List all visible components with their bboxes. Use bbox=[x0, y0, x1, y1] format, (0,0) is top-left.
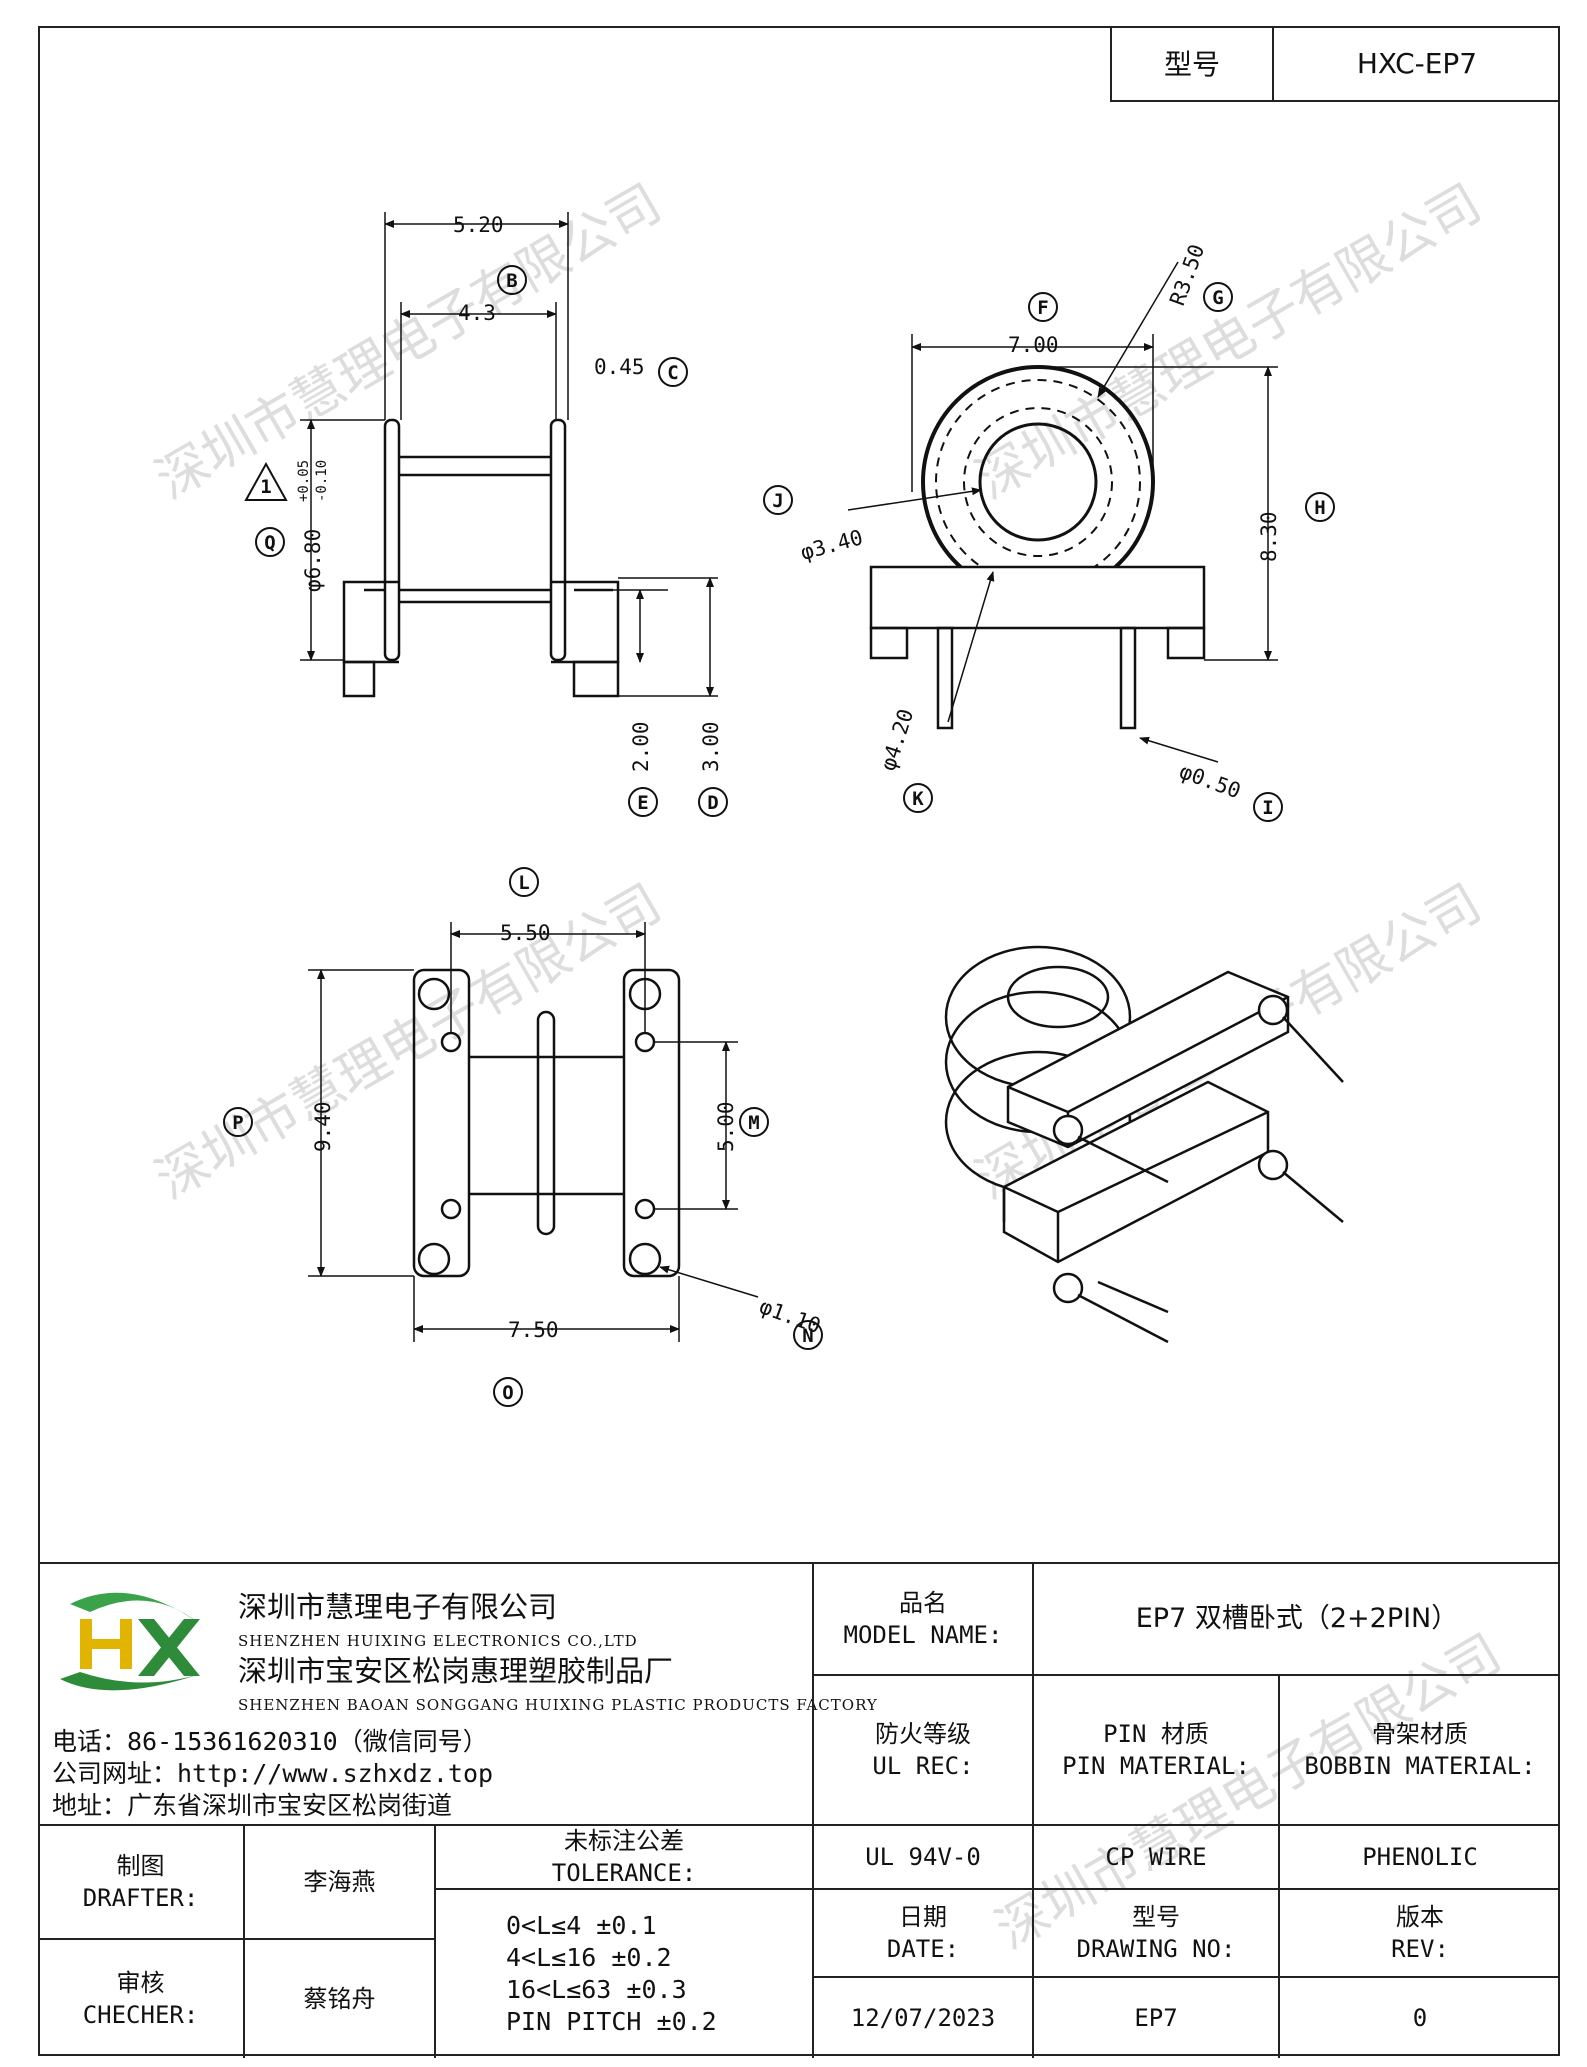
balloon-1: 1 bbox=[260, 476, 271, 498]
date-label-en: DATE: bbox=[886, 1935, 960, 1963]
pin-material-value: CP WIRE bbox=[1105, 1843, 1207, 1871]
balloon-j: J bbox=[772, 490, 783, 512]
dim-43: 4.3 bbox=[458, 301, 496, 325]
technical-drawing: 5.20 4.3 0.45 φ6.80 +0.05 -0.10 2.00 3.0… bbox=[223, 212, 1344, 1407]
date-value: 12/07/2023 bbox=[850, 2004, 996, 2032]
checker-label: 审核 CHECHER: bbox=[38, 1940, 243, 2058]
balloon-h: H bbox=[1314, 497, 1325, 519]
bobbin-material-label: 骨架材质 BOBBIN MATERIAL: bbox=[1280, 1676, 1560, 1824]
company-name-1-cn: 深圳市慧理电子有限公司 bbox=[238, 1590, 558, 1624]
dim-520: 5.20 bbox=[453, 213, 504, 237]
ul-label-cn: 防火等级 bbox=[875, 1720, 971, 1748]
front-view bbox=[847, 261, 1278, 763]
balloon-f: F bbox=[1037, 297, 1048, 319]
company-name-2-cn: 深圳市宝安区松岗惠理塑胶制品厂 bbox=[238, 1654, 674, 1688]
balloon-o: O bbox=[502, 1382, 513, 1404]
company-name-2-en: SHENZHEN BAOAN SONGGANG HUIXING PLASTIC … bbox=[238, 1696, 878, 1714]
ul-rec-label: 防火等级 UL REC: bbox=[814, 1676, 1032, 1824]
model-name-label: 品名 MODEL NAME: bbox=[814, 1564, 1032, 1674]
date-label-cn: 日期 bbox=[899, 1903, 947, 1931]
isometric-view bbox=[944, 945, 1344, 1344]
company-website: 公司网址：http://www.szhxdz.top bbox=[52, 1759, 494, 1788]
balloon-l: L bbox=[518, 872, 529, 894]
tolerance-line: 16<L≤63 ±0.3 bbox=[506, 1975, 687, 2004]
dim-110: φ1.10 bbox=[756, 1294, 824, 1338]
model-number-box: 型号 HXC-EP7 bbox=[1110, 26, 1560, 102]
balloon-c: C bbox=[667, 362, 678, 384]
side-view bbox=[244, 212, 718, 698]
checker-label-en: CHECHER: bbox=[82, 2001, 199, 2029]
rev-label-en: REV: bbox=[1391, 1935, 1449, 1963]
drawing-no-label-cn: 型号 bbox=[1132, 1903, 1180, 1931]
drawing-no-label: 型号 DRAWING NO: bbox=[1034, 1890, 1278, 1976]
balloon-g: G bbox=[1212, 287, 1223, 309]
dim-680: φ6.80 bbox=[301, 529, 325, 592]
drafter-label-cn: 制图 bbox=[116, 1852, 165, 1880]
drafter-label: 制图 DRAFTER: bbox=[38, 1826, 243, 1938]
company-address: 地址：广东省深圳市宝安区松岗街道 bbox=[52, 1791, 453, 1820]
balloon-b: B bbox=[506, 270, 517, 292]
dim-050: φ0.50 bbox=[1176, 759, 1244, 803]
dim-680-tol-up: +0.05 bbox=[296, 460, 312, 502]
company-name-1-en: SHENZHEN HUIXING ELECTRONICS CO.,LTD bbox=[238, 1632, 638, 1650]
dim-830: 8.30 bbox=[1257, 511, 1281, 562]
dim-940: 9.40 bbox=[311, 1101, 335, 1152]
balloon-k: K bbox=[912, 788, 924, 810]
rev-label-cn: 版本 bbox=[1396, 1903, 1444, 1931]
bobbin-mat-label-en: BOBBIN MATERIAL: bbox=[1304, 1752, 1536, 1780]
dim-200: 2.00 bbox=[629, 721, 653, 772]
dim-750: 7.50 bbox=[508, 1318, 559, 1342]
pin-material-label: PIN 材质 PIN MATERIAL: bbox=[1034, 1676, 1278, 1824]
dim-500: 5.00 bbox=[714, 1101, 738, 1152]
balloon-p: P bbox=[232, 1112, 243, 1134]
date-label: 日期 DATE: bbox=[814, 1890, 1032, 1976]
drawing-no-label-en: DRAWING NO: bbox=[1076, 1935, 1236, 1963]
balloon-i: I bbox=[1262, 797, 1273, 819]
tolerance-line: PIN PITCH ±0.2 bbox=[506, 2007, 717, 2036]
tolerance-line: 4<L≤16 ±0.2 bbox=[506, 1943, 672, 1972]
drawing-no-value: EP7 bbox=[1134, 2004, 1178, 2032]
model-name-label-cn: 品名 bbox=[899, 1589, 947, 1617]
tolerance-label-cn: 未标注公差 bbox=[564, 1827, 684, 1855]
model-name-label-en: MODEL NAME: bbox=[843, 1621, 1003, 1649]
rev-label: 版本 REV: bbox=[1280, 1890, 1560, 1976]
bobbin-mat-label-cn: 骨架材质 bbox=[1372, 1720, 1468, 1748]
dim-045: 0.45 bbox=[594, 355, 645, 379]
dim-550: 5.50 bbox=[500, 921, 551, 945]
ul-value: UL 94V-0 bbox=[865, 1843, 981, 1871]
drafter-value: 李海燕 bbox=[303, 1868, 376, 1896]
dim-700: 7.00 bbox=[1008, 333, 1059, 357]
checker-label-cn: 审核 bbox=[116, 1969, 165, 1997]
checker-value: 蔡铭舟 bbox=[303, 1985, 376, 2013]
company-logo bbox=[60, 1592, 200, 1691]
pin-mat-label-cn: PIN 材质 bbox=[1103, 1720, 1209, 1748]
tolerance-line: 0<L≤4 ±0.1 bbox=[506, 1911, 657, 1940]
dim-r350: R3.50 bbox=[1165, 241, 1209, 309]
pin-mat-label-en: PIN MATERIAL: bbox=[1062, 1752, 1250, 1780]
dim-680-tol-dn: -0.10 bbox=[314, 460, 330, 502]
balloon-n: N bbox=[802, 1325, 813, 1347]
dim-300: 3.00 bbox=[699, 721, 723, 772]
balloon-q: Q bbox=[264, 532, 275, 554]
title-block: 深圳市慧理电子有限公司 SHENZHEN HUIXING ELECTRONICS… bbox=[38, 1562, 1560, 2058]
balloon-e: E bbox=[637, 792, 648, 814]
tolerance-table: 0<L≤4 ±0.1 4<L≤16 ±0.2 16<L≤63 ±0.3 PIN … bbox=[436, 1890, 812, 2058]
dim-420: φ4.20 bbox=[876, 706, 918, 774]
tolerance-label-en: TOLERANCE: bbox=[551, 1859, 697, 1887]
drafter-label-en: DRAFTER: bbox=[82, 1884, 199, 1912]
bobbin-material-value: PHENOLIC bbox=[1362, 1843, 1478, 1871]
ul-label-en: UL REC: bbox=[872, 1752, 974, 1780]
model-label: 型号 bbox=[1112, 26, 1274, 100]
tolerance-label: 未标注公差 TOLERANCE: bbox=[436, 1826, 812, 1888]
company-phone: 电话：86-15361620310（微信同号） bbox=[52, 1727, 488, 1756]
rev-value: 0 bbox=[1412, 2004, 1428, 2032]
balloon-d: D bbox=[707, 792, 718, 814]
product-name: EP7 双槽卧式（2+2PIN） bbox=[1135, 1603, 1459, 1634]
model-value: HXC-EP7 bbox=[1356, 46, 1478, 80]
bottom-view bbox=[308, 922, 759, 1342]
drawing-frame bbox=[38, 26, 1560, 2056]
balloon-m: M bbox=[748, 1112, 759, 1134]
dim-340: φ3.40 bbox=[798, 525, 865, 565]
